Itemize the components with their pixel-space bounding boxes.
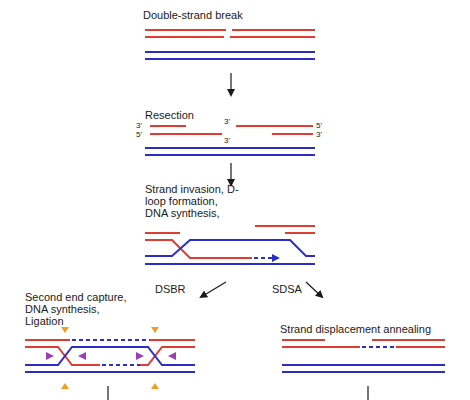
dna-segment (25, 347, 100, 365)
dna-segment (25, 371, 195, 373)
dna-segment (61, 327, 69, 333)
strand-end-label: 3' (136, 121, 150, 130)
strand-end-label: 3' (224, 117, 238, 126)
dna-segment (282, 364, 445, 366)
dna-segment (254, 257, 272, 259)
dna-segment (372, 339, 445, 341)
dna-segment (61, 383, 69, 389)
dna-segment (25, 339, 70, 341)
dna-segment (145, 240, 315, 256)
dna-segment (232, 29, 315, 31)
dna-segment (150, 125, 186, 127)
strand-end-label: 5' (136, 130, 150, 139)
dna-segment (255, 225, 315, 227)
dna-segment (362, 346, 394, 348)
dna-segment (282, 346, 360, 348)
dna-segment (151, 383, 159, 389)
dna-segment (282, 371, 445, 373)
dna-segment (107, 386, 108, 400)
dna-segment (72, 339, 150, 341)
dna-segment (201, 282, 226, 297)
stage-heading: Second end capture, DNA synthesis, Ligat… (25, 291, 133, 327)
strand-end-label: 3' (224, 136, 238, 145)
dna-segment (145, 147, 315, 149)
dna-segment (145, 58, 315, 60)
dna-segment (145, 232, 180, 234)
dna-segment (306, 282, 322, 297)
dna-segment (46, 352, 54, 360)
dna-segment (150, 339, 195, 341)
dna-segment (145, 51, 315, 53)
dna-segment (236, 125, 313, 127)
dna-segment (285, 232, 315, 234)
dna-segment (102, 364, 140, 366)
stage-heading: Strand displacement annealing (280, 323, 460, 335)
strand-end-label: 3' (316, 130, 330, 139)
dna-segment (272, 133, 313, 135)
stage-heading: Resection (145, 109, 235, 121)
dna-strands (25, 30, 445, 372)
step-arrows (108, 73, 368, 400)
dna-segment (25, 347, 195, 365)
pathway-label: DSBR (155, 283, 195, 295)
pathway-label: SDSA (272, 283, 312, 295)
dna-segment (145, 263, 315, 265)
synthesis-arrowhead (272, 254, 280, 262)
dna-segment (367, 386, 368, 400)
dna-segment (145, 29, 226, 31)
dna-segment (78, 352, 86, 360)
strand-end-label: 5' (316, 121, 330, 130)
stage-heading: Strand invasion, D-loop formation, DNA s… (145, 183, 241, 219)
dna-segment (282, 339, 325, 341)
dna-segment (150, 133, 222, 135)
dna-segment (136, 352, 144, 360)
dna-segment (145, 36, 224, 38)
dna-segment (230, 73, 231, 95)
dna-segment (140, 347, 195, 365)
dna-segment (168, 352, 176, 360)
dna-segment (151, 327, 159, 333)
dna-segment (145, 154, 315, 156)
cleavage-marks (61, 327, 159, 389)
cleavage-arrows (46, 352, 176, 360)
stage-heading: Double-strand break (143, 9, 303, 21)
dna-segment (230, 163, 231, 185)
dna-segment (230, 36, 315, 38)
dna-segment (396, 346, 445, 348)
